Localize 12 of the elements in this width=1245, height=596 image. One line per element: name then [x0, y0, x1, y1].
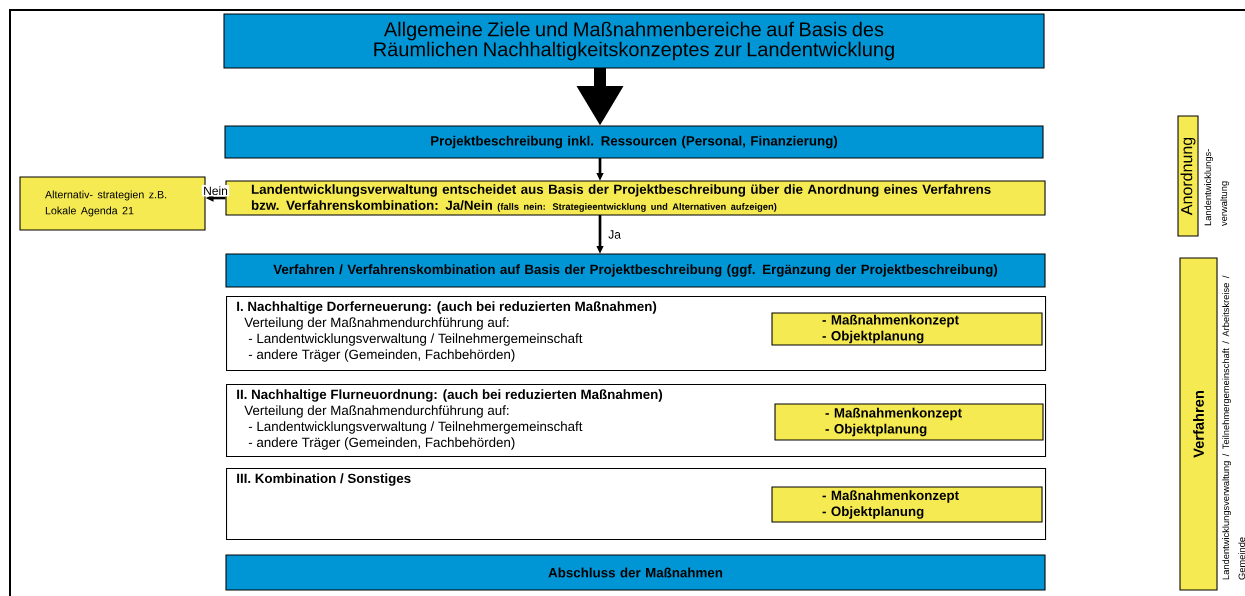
edge-label: Ja — [606, 229, 623, 240]
process-box: Projektbeschreibung inkl. Ressourcen (Personal, Finanzierung) — [224, 125, 1044, 159]
result-box: - Maßnahmenkonzept - Objektplanung — [771, 312, 1043, 346]
phase-band: Anordnung — [1177, 115, 1199, 237]
process-box: Abschluss der Maßnahmen — [225, 554, 1046, 591]
title-box: Allgemeine Ziele und Maßnahmenbereiche auf Basis des Räumlichen Nachhaltigkeitskonzeptes zur Landentwicklung — [223, 13, 1045, 69]
side-caption: Landentwicklungs- verwaltung — [1204, 149, 1229, 226]
result-box: - Maßnahmenkonzept - Objektplanung — [771, 486, 1043, 523]
phase-band: Verfahren — [1179, 257, 1218, 591]
result-box: - Maßnahmenkonzept - Objektplanung — [774, 403, 1044, 441]
side-caption: Landentwicklungsverwaltung / Teilnehmergemeinschaft / Arbeitskreise / Gemeinde — [1222, 275, 1245, 580]
process-box: Verfahren / Verfahrenskombination auf Basis der Projektbeschreibung (ggf. Ergänzung der Projektbeschreibung) — [225, 253, 1046, 288]
